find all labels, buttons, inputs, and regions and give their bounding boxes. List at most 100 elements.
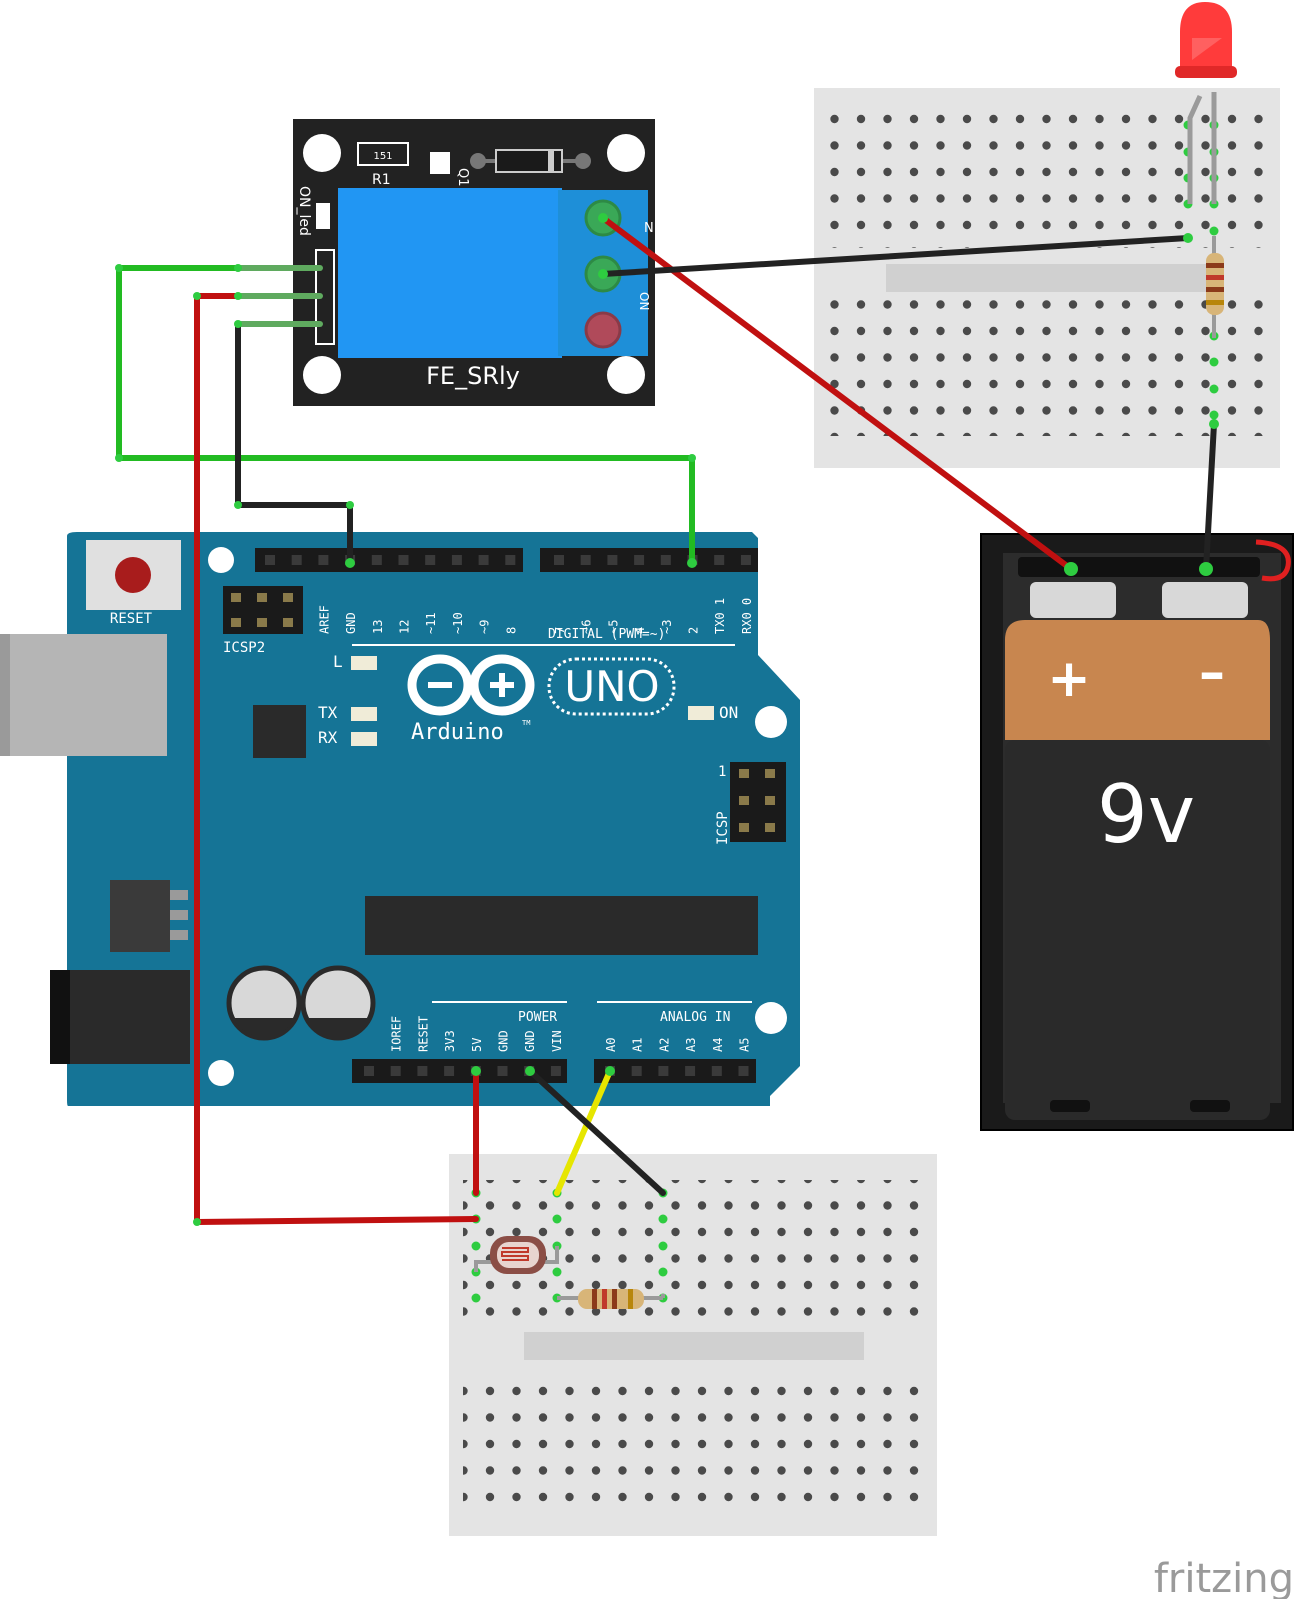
power-socket-3 [444,1066,455,1076]
digital-pin-label: ~9 [478,620,492,634]
digital-socket-8 [478,555,489,565]
digital-pin-label: ~11 [424,612,438,634]
r1-value: 151 [373,151,392,162]
icsp-label: ICSP [715,811,731,845]
digital-pin-label: 8 [504,627,518,634]
wire-black-battery-minus [1203,421,1217,572]
led-on-label: ON [719,703,738,722]
wire-red-battery-plus [600,215,1074,572]
top-breadboard [814,88,1280,468]
power-socket-7 [550,1066,561,1076]
digital-pin-label: 2 [687,627,701,634]
icsp2-label: ICSP2 [223,640,265,656]
battery-plus-label: + [1047,649,1091,709]
analog-pin-label: A3 [684,1038,698,1052]
wire-black-relay-gnd [235,321,353,566]
analog-pin-label: A4 [711,1038,725,1052]
battery-terminal-minus [1162,582,1248,618]
power-socket-2 [417,1066,428,1076]
analog-header [594,1059,756,1083]
relay-coil [338,188,562,358]
digital-socket-14 [660,555,671,565]
digital-socket-17 [740,555,751,565]
bottom-breadboard [449,1154,937,1536]
trademark: TM [522,719,530,727]
battery-voltage: 9v [1097,768,1195,861]
wire-black-relay-led [600,235,1191,277]
digital-header-right [540,548,758,572]
analog-pin-label: A2 [657,1038,671,1052]
r1-ref: R1 [372,172,391,188]
digital-pin-label: TX0 1 [713,598,727,634]
battery-copper-top [1005,620,1270,740]
digital-socket-7 [451,555,462,565]
digital-socket-2 [318,555,329,565]
analog-socket-3 [685,1066,696,1076]
usb-chip [253,705,306,758]
digital-pin-label: RX0 0 [740,598,754,634]
analog-socket-5 [738,1066,749,1076]
digital-socket-12 [607,555,618,565]
digital-pin-label: AREF [317,605,331,634]
power-pin-label: VIN [550,1030,564,1052]
wire-black-gnd [527,1068,666,1196]
analog-label: ANALOG IN [660,1010,730,1025]
power-pin-label: RESET [416,1016,430,1052]
arduino-infinity-logo [407,654,535,716]
digital-socket-4 [371,555,382,565]
resistor-led [1206,236,1224,338]
digital-socket-16 [714,555,725,565]
analog-pin-label: A5 [738,1038,752,1052]
analog-pin-label: A0 [604,1038,618,1052]
digital-label: DIGITAL (PWM=~) [548,627,665,642]
q1-ref: Q1 [455,168,470,187]
power-socket-1 [390,1066,401,1076]
usb-connector [0,634,167,756]
power-pin-label: 3V3 [443,1030,457,1052]
fritzing-watermark: fritzing [1154,1556,1294,1599]
power-pin-label: GND [497,1030,511,1052]
led-rx-label: RX [318,728,338,747]
battery-9v: + – 9v [980,533,1294,1131]
wire-yellow-a0 [554,1068,613,1196]
digital-socket-1 [291,555,302,565]
capacitor-2 [300,965,376,1041]
photoresistor [474,1236,559,1274]
terminal-on-label: ON [637,292,651,310]
led-l-label: L [333,652,343,671]
digital-socket-13 [634,555,645,565]
uno-badge [547,657,676,716]
reset-label: RESET [110,611,153,627]
uno-model: UNO [564,662,659,711]
resistor-ldr [557,1289,665,1309]
power-pin-label: GND [523,1030,537,1052]
breadboard-center-channel [524,1332,864,1360]
capacitor-1 [226,965,302,1041]
digital-pin-label: 13 [371,620,385,634]
relay-module: 151 R1 Q1 ON_led N ON FE_SRly [293,119,655,406]
analog-socket-1 [631,1066,642,1076]
power-pin-label: IOREF [390,1016,404,1052]
power-pin-label: 5V [470,1038,484,1052]
wire-red-relay-vcc [194,293,479,1225]
digital-socket-6 [425,555,436,565]
digital-pin-label: 12 [398,620,412,634]
digital-socket-0 [265,555,275,565]
digital-socket-11 [580,555,591,565]
led-tx-label: TX [318,703,338,722]
on-led-label: ON_led [296,186,312,236]
digital-pin-label: ~10 [451,612,465,634]
arduino-logo-text: Arduino [411,720,504,745]
breadboard-center-channel [886,264,1212,292]
digital-socket-9 [505,555,516,565]
digital-socket-5 [398,555,409,565]
analog-pin-label: A1 [631,1038,645,1052]
digital-pin-label: ~6 [580,620,594,634]
analog-socket-2 [658,1066,669,1076]
wires [115,213,1219,1226]
icsp-pin1: 1 [718,764,726,780]
red-led [1175,2,1237,204]
terminal-no-label: N [644,221,654,236]
